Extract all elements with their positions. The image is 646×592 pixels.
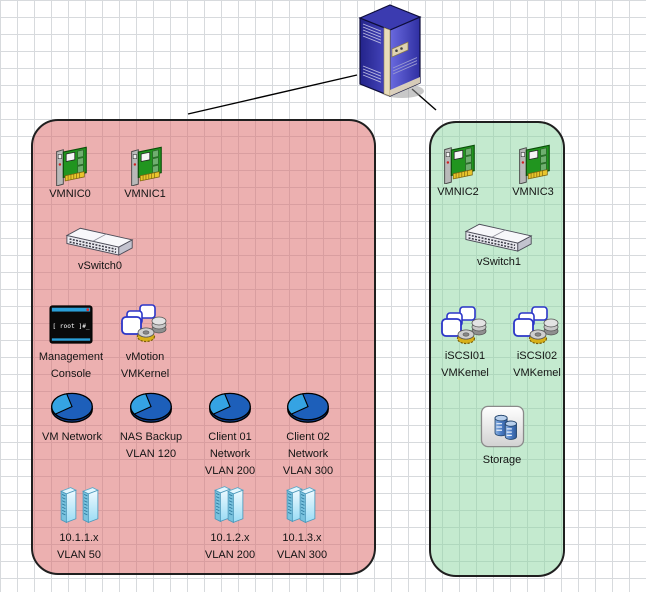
terminal-icon: [ root ]#_ bbox=[49, 305, 93, 344]
node-iscsi01-vmkernel: iSCSI01 VMKemel bbox=[417, 306, 513, 382]
node-label-line2: Network bbox=[209, 448, 251, 460]
node-client01-network: Client 01 Network VLAN 200 bbox=[182, 391, 278, 480]
node-vmnic0: VMNIC0 bbox=[37, 144, 103, 203]
node-vswitch0: vSwitch0 bbox=[55, 222, 145, 275]
node-vmnic1: VMNIC1 bbox=[112, 144, 178, 203]
node-vmnic2: VMNIC2 bbox=[425, 142, 491, 201]
node-label: VMNIC0 bbox=[49, 188, 91, 200]
node-label-line2: VMKernel bbox=[120, 368, 170, 380]
node-vswitch1: vSwitch1 bbox=[454, 218, 544, 271]
node-vmotion-vmkernel: vMotion VMKernel bbox=[97, 304, 193, 383]
node-label-line3: VLAN 300 bbox=[282, 465, 334, 477]
terminal-screen-text: [ root ]#_ bbox=[52, 323, 90, 330]
node-label-line2: VLAN 300 bbox=[276, 549, 328, 561]
node-label-line2: VMKemel bbox=[513, 367, 561, 379]
node-label: Storage bbox=[482, 454, 522, 466]
node-label-line2: Network bbox=[287, 448, 329, 460]
node-label: VMNIC1 bbox=[124, 188, 166, 200]
node-label-line1: iSCSI02 bbox=[516, 350, 558, 362]
node-label-line1: 10.1.1.x bbox=[59, 532, 99, 544]
node-label-line1: 10.1.3.x bbox=[282, 532, 322, 544]
node-subnet-10-1-1: 10.1.1.x VLAN 50 bbox=[31, 485, 127, 564]
node-label-line2: VLAN 120 bbox=[125, 448, 177, 460]
node-iscsi02-vmkernel: iSCSI02 VMKemel bbox=[489, 306, 585, 382]
node-label-line1: Client 02 bbox=[286, 431, 330, 443]
node-label: vSwitch0 bbox=[77, 260, 123, 272]
node-label-line2: VLAN 50 bbox=[56, 549, 102, 561]
node-management-console: [ root ]#_ Management Console bbox=[23, 302, 119, 383]
node-label-line1: Management bbox=[38, 351, 104, 363]
node-nas-backup: NAS Backup VLAN 120 bbox=[103, 391, 199, 463]
node-label-line3: VLAN 200 bbox=[204, 465, 256, 477]
node-label-line2: Console bbox=[50, 368, 92, 380]
connector-host-to-zone-a bbox=[187, 74, 358, 115]
node-label-line2: VMKemel bbox=[441, 367, 489, 379]
node-label: vSwitch1 bbox=[476, 256, 522, 268]
node-label-line1: vMotion bbox=[125, 351, 165, 363]
node-label-line1: 10.1.2.x bbox=[210, 532, 250, 544]
node-label-line2: VLAN 200 bbox=[204, 549, 256, 561]
node-label-line1: Client 01 bbox=[208, 431, 252, 443]
node-subnet-10-1-3: 10.1.3.x VLAN 300 bbox=[254, 485, 350, 564]
node-client02-network: Client 02 Network VLAN 300 bbox=[260, 391, 356, 480]
node-storage: Storage bbox=[454, 405, 550, 469]
node-label-line1: NAS Backup bbox=[119, 431, 183, 443]
node-label: VMNIC3 bbox=[512, 186, 554, 198]
host-server-icon bbox=[358, 4, 424, 98]
node-label-line1: iSCSI01 bbox=[444, 350, 486, 362]
node-vm-network: VM Network bbox=[24, 391, 120, 446]
vswitch1-zone bbox=[429, 121, 565, 577]
node-vmnic3: VMNIC3 bbox=[500, 142, 566, 201]
node-label-line1: VM Network bbox=[42, 431, 102, 443]
node-subnet-10-1-2: 10.1.2.x VLAN 200 bbox=[182, 485, 278, 564]
node-label: VMNIC2 bbox=[437, 186, 479, 198]
